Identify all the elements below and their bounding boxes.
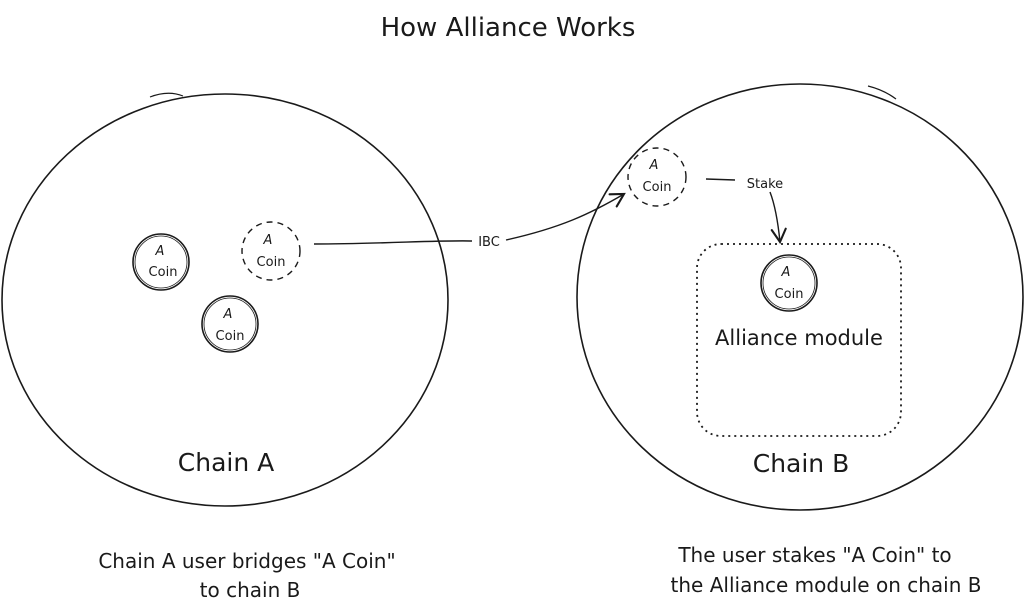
chain-b-caption-line1: The user stakes "A Coin" to (677, 543, 951, 567)
coin-label-line2: Coin (149, 265, 178, 280)
stake-edge: Stake (705, 177, 787, 245)
coin-label-line1: A (781, 265, 791, 280)
alliance-module-node: Alliance module (696, 243, 902, 437)
coin-label-line2: Coin (216, 329, 245, 344)
chain-b-arriving-coin: A Coin (627, 147, 687, 207)
chain-a-coin-1: A Coin (132, 233, 190, 291)
staked-coin: A Coin (760, 254, 818, 312)
chain-a-caption-line1: Chain A user bridges "A Coin" (98, 549, 395, 573)
coin-label-line1: A (649, 158, 659, 173)
chain-a-coin-2: A Coin (201, 295, 259, 353)
diagram-title: How Alliance Works (381, 13, 636, 43)
ibc-edge: IBC (313, 192, 626, 250)
coin-label-line1: A (223, 307, 233, 322)
coin-label-line2: Coin (643, 180, 672, 195)
stake-edge-label: Stake (747, 177, 783, 192)
coin-label-line1: A (155, 244, 165, 259)
coin-label-line1: A (263, 233, 273, 248)
chain-a-bridging-coin: A Coin (241, 221, 301, 281)
chain-b-node: Chain B (576, 83, 1024, 511)
chain-b-label: Chain B (753, 449, 850, 478)
chain-a-label: Chain A (178, 448, 274, 477)
coin-label-line2: Coin (257, 255, 286, 270)
ibc-edge-label: IBC (478, 235, 500, 250)
chain-b-caption-line2: the Alliance module on chain B (671, 573, 982, 597)
alliance-module-label: Alliance module (715, 326, 883, 350)
chain-a-node: Chain A (1, 92, 449, 507)
coin-label-line2: Coin (775, 287, 804, 302)
chain-a-caption-line2: to chain B (200, 578, 301, 602)
